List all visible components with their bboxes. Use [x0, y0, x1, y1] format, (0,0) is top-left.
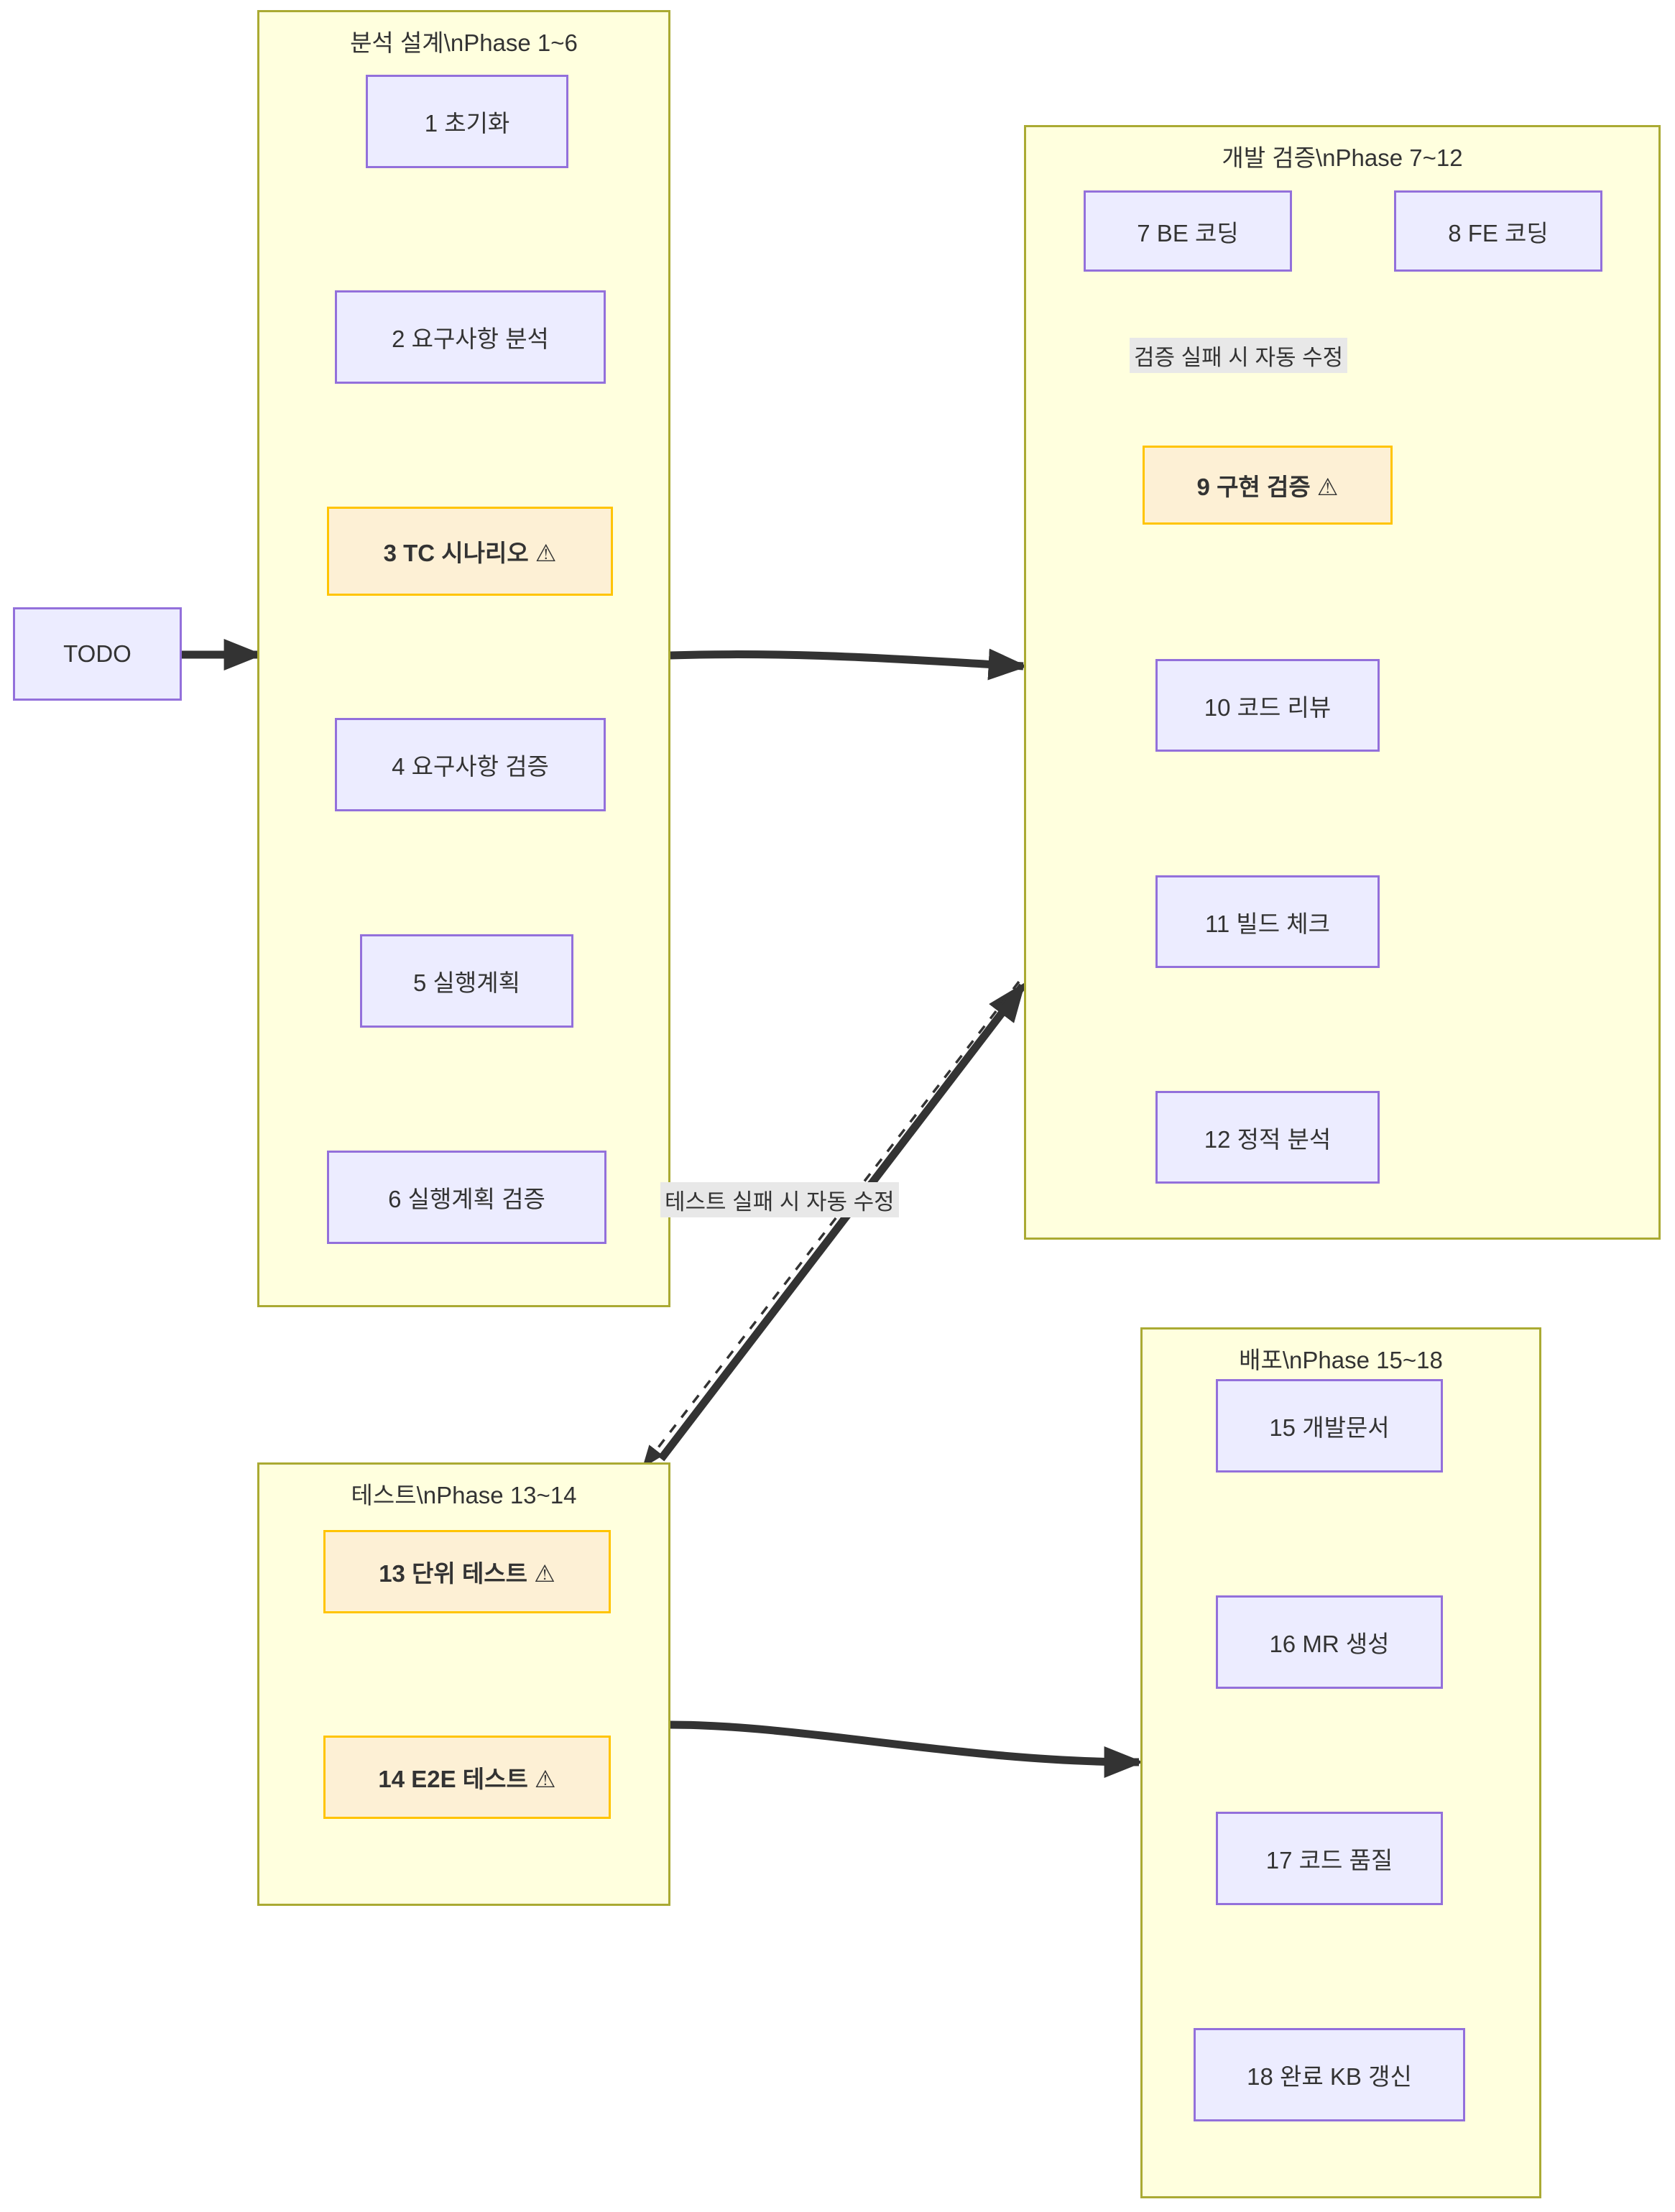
- node-1-label: 1 초기화: [424, 110, 510, 137]
- cluster-test-title: 테스트\nPhase 13~14: [351, 1482, 577, 1508]
- edge-label-dev-retry: 검증 실패 시 자동 수정: [1130, 338, 1348, 373]
- node-17-code-quality[interactable]: 17 코드 품질: [1216, 1812, 1443, 1905]
- node-9-label: 9 구현 검증 ⚠: [1196, 474, 1339, 500]
- node-8-fe-coding[interactable]: 8 FE 코딩: [1394, 190, 1602, 272]
- cluster-analysis-title: 분석 설계\nPhase 1~6: [350, 29, 578, 56]
- node-todo-label: TODO: [63, 640, 131, 667]
- node-4-label: 4 요구사항 검증: [392, 753, 549, 780]
- node-11-build-check[interactable]: 11 빌드 체크: [1155, 875, 1380, 968]
- node-todo[interactable]: TODO: [13, 607, 182, 701]
- node-13-unit-test[interactable]: 13 단위 테스트 ⚠: [323, 1530, 611, 1613]
- edge-dev-to-test-retry: [642, 980, 1020, 1468]
- node-3-label: 3 TC 시나리오 ⚠: [383, 540, 557, 566]
- node-16-mr-create[interactable]: 16 MR 생성: [1216, 1595, 1443, 1689]
- node-6-execution-plan-verification[interactable]: 6 실행계획 검증: [327, 1151, 606, 1244]
- edge-analysis-to-dev: [669, 648, 1028, 681]
- cluster-deploy-title: 배포\nPhase 15~18: [1239, 1347, 1443, 1373]
- cluster-dev-title: 개발 검증\nPhase 7~12: [1222, 144, 1463, 171]
- node-14-e2e-test[interactable]: 14 E2E 테스트 ⚠: [323, 1736, 611, 1819]
- node-15-dev-document[interactable]: 15 개발문서: [1216, 1379, 1443, 1473]
- node-18-label: 18 완료 KB 갱신: [1247, 2063, 1412, 2090]
- node-3-tc-scenario[interactable]: 3 TC 시나리오 ⚠: [327, 507, 613, 596]
- node-13-label: 13 단위 테스트 ⚠: [379, 1560, 555, 1587]
- node-7-label: 7 BE 코딩: [1137, 219, 1239, 246]
- node-5-label: 5 실행계획: [413, 969, 520, 996]
- node-11-label: 11 빌드 체크: [1204, 910, 1331, 937]
- node-15-label: 15 개발문서: [1269, 1414, 1390, 1441]
- edge-label-test-retry: 테스트 실패 시 자동 수정: [660, 1182, 899, 1217]
- edge-test-to-dev: [657, 982, 1026, 1462]
- node-16-label: 16 MR 생성: [1269, 1631, 1390, 1657]
- node-2-requirements-analysis[interactable]: 2 요구사항 분석: [335, 290, 606, 384]
- cluster-analysis[interactable]: 분석 설계\nPhase 1~6: [257, 10, 670, 1307]
- node-9-implementation-verification[interactable]: 9 구현 검증 ⚠: [1143, 446, 1393, 525]
- node-1-initialize[interactable]: 1 초기화: [366, 75, 568, 168]
- node-6-label: 6 실행계획 검증: [388, 1186, 545, 1212]
- node-5-execution-plan[interactable]: 5 실행계획: [360, 934, 573, 1028]
- cluster-test[interactable]: 테스트\nPhase 13~14: [257, 1462, 670, 1906]
- node-7-be-coding[interactable]: 7 BE 코딩: [1084, 190, 1292, 272]
- node-17-label: 17 코드 품질: [1265, 1847, 1393, 1874]
- node-10-code-review[interactable]: 10 코드 리뷰: [1155, 659, 1380, 752]
- edge-test-to-deploy: [669, 1720, 1144, 1778]
- node-10-label: 10 코드 리뷰: [1204, 693, 1332, 721]
- node-4-requirements-verification[interactable]: 4 요구사항 검증: [335, 718, 606, 811]
- node-8-label: 8 FE 코딩: [1448, 219, 1549, 246]
- node-12-label: 12 정적 분석: [1204, 1125, 1332, 1153]
- node-12-static-analysis[interactable]: 12 정적 분석: [1155, 1091, 1380, 1184]
- node-14-label: 14 E2E 테스트 ⚠: [378, 1766, 556, 1792]
- node-18-complete-kb-update[interactable]: 18 완료 KB 갱신: [1194, 2028, 1465, 2121]
- node-2-label: 2 요구사항 분석: [392, 326, 549, 352]
